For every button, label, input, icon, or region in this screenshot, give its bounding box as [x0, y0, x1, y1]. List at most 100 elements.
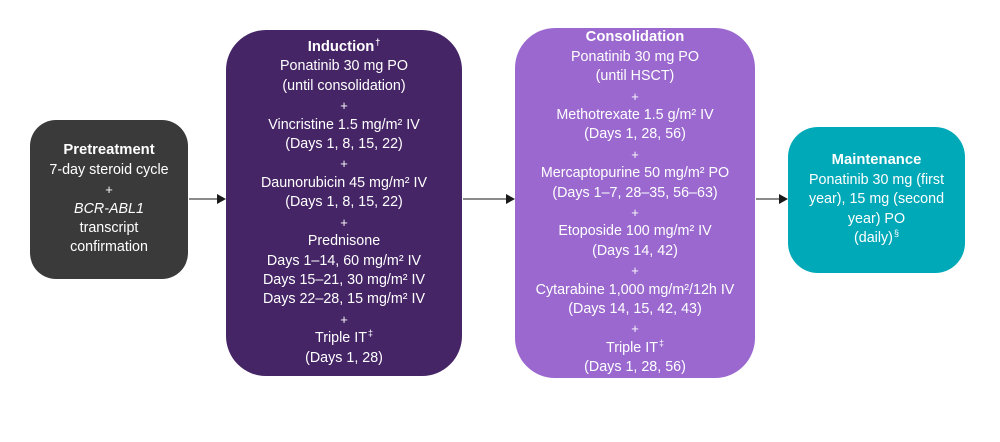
plus-separator: + — [521, 87, 749, 106]
arrow-shaft — [189, 198, 217, 200]
line-text: confirmation — [70, 239, 148, 256]
plus-separator: + — [232, 96, 456, 115]
regimen-line: (Days 14, 15, 42, 43) — [521, 300, 749, 319]
line-text: (Days 1, 28, 56) — [584, 126, 686, 143]
line-text: + — [340, 156, 348, 172]
regimen-line: Days 15–21, 30 mg/m² IV — [232, 271, 456, 290]
line-text: + — [105, 182, 113, 198]
line-text: transcript — [79, 219, 139, 236]
arrow-right-icon — [189, 192, 226, 206]
line-text: Triple IT — [315, 330, 367, 347]
regimen-line: Days 22–28, 15 mg/m² IV — [232, 290, 456, 309]
induction-title: Induction† — [232, 38, 456, 57]
regimen-line: Cytarabine 1,000 mg/m²/12h IV — [521, 281, 749, 300]
line-text: (until consolidation) — [282, 77, 406, 94]
line-text: 7-day steroid cycle — [49, 161, 169, 178]
line-text: Days 15–21, 30 mg/m² IV — [262, 271, 426, 288]
pretreatment-title: Pretreatment — [36, 141, 182, 160]
arrow-shaft — [463, 198, 506, 200]
regimen-line: Days 1–14, 60 mg/m² IV — [232, 252, 456, 271]
line-text: + — [631, 146, 639, 162]
arrow-head-icon — [217, 194, 226, 204]
regimen-line: Ponatinib 30 mg PO — [232, 57, 456, 76]
regimen-line: (Days 1, 28, 56) — [521, 358, 749, 377]
line-text: + — [631, 321, 639, 337]
line-text: Induction — [307, 39, 375, 56]
regimen-line: Ponatinib 30 mg PO — [521, 48, 749, 67]
footnote-marker: ‡ — [367, 328, 373, 339]
regimen-line: year), 15 mg (second — [794, 190, 959, 209]
regimen-line: (Days 1, 28) — [232, 349, 456, 368]
induction-box: Induction†Ponatinib 30 mg PO(until conso… — [226, 30, 462, 376]
line-text: + — [631, 88, 639, 104]
line-text: Methotrexate 1.5 g/m² IV — [556, 106, 714, 123]
regimen-line: Prednisone — [232, 232, 456, 251]
regimen-line: Triple IT‡ — [232, 329, 456, 348]
line-text: (Days 1, 8, 15, 22) — [285, 194, 403, 211]
line-text: Prednisone — [307, 233, 381, 250]
arrow-right-icon — [463, 192, 515, 206]
regimen-line: Methotrexate 1.5 g/m² IV — [521, 106, 749, 125]
line-text: Vincristine 1.5 mg/m² IV — [268, 116, 420, 133]
line-text: Days 1–14, 60 mg/m² IV — [266, 252, 422, 269]
arrow-right-icon — [756, 192, 788, 206]
line-text: + — [340, 311, 348, 327]
plus-separator: + — [521, 203, 749, 222]
line-text: + — [340, 98, 348, 114]
arrow-shaft — [756, 198, 779, 200]
regimen-line: (Days 1, 28, 56) — [521, 125, 749, 144]
line-text: BCR-ABL1 — [74, 200, 144, 217]
line-text: year), 15 mg (second — [808, 191, 945, 208]
regimen-line: (until consolidation) — [232, 77, 456, 96]
line-text: (Days 1, 28) — [305, 349, 383, 366]
line-text: + — [631, 205, 639, 220]
line-text: Mercaptopurine 50 mg/m² PO — [540, 165, 730, 182]
regimen-line: transcript — [36, 219, 182, 238]
pretreatment-content: Pretreatment 7-day steroid cycle + BCR-ABL1… — [30, 137, 188, 261]
line-text: Daunorubicin 45 mg/m² IV — [260, 174, 428, 191]
pretreatment-box: Pretreatment 7-day steroid cycle + BCR-ABL1… — [30, 120, 188, 279]
consolidation-title: Consolidation — [521, 28, 749, 47]
regimen-line: BCR-ABL1 — [36, 200, 182, 219]
regimen-line: (Days 1–7, 28–35, 56–63) — [521, 184, 749, 203]
footnote-marker: § — [893, 228, 899, 239]
regimen-line: (daily)§ — [794, 229, 959, 248]
regimen-line: (Days 1, 8, 15, 22) — [232, 193, 456, 212]
line-text: (Days 14, 15, 42, 43) — [568, 301, 702, 318]
line-text: Maintenance — [831, 152, 922, 169]
regimen-line: 7-day steroid cycle — [36, 161, 182, 180]
plus-separator: + — [521, 319, 749, 338]
footnote-marker: ‡ — [658, 338, 664, 349]
induction-content: Induction†Ponatinib 30 mg PO(until conso… — [226, 34, 462, 372]
regimen-line: (Days 1, 8, 15, 22) — [232, 135, 456, 154]
line-text: Ponatinib 30 mg (first — [808, 171, 945, 188]
arrow-head-icon — [506, 194, 515, 204]
plus-separator: + — [232, 213, 456, 232]
regimen-line: (until HSCT) — [521, 67, 749, 86]
plus-separator: + — [521, 145, 749, 164]
line-text: Cytarabine 1,000 mg/m²/12h IV — [535, 281, 735, 298]
line-text: Pretreatment — [63, 142, 155, 159]
regimen-line: Daunorubicin 45 mg/m² IV — [232, 174, 456, 193]
line-text: year) PO — [847, 210, 906, 227]
line-text: + — [631, 263, 639, 279]
regimen-line: Etoposide 100 mg/m² IV — [521, 222, 749, 241]
line-text: Etoposide 100 mg/m² IV — [558, 223, 712, 240]
regimen-line: Triple IT‡ — [521, 339, 749, 358]
plus-separator: + — [36, 180, 182, 199]
line-text: (until HSCT) — [595, 68, 675, 85]
line-text: (daily) — [854, 230, 893, 247]
regimen-line: (Days 14, 42) — [521, 242, 749, 261]
line-text: (Days 14, 42) — [592, 242, 678, 259]
plus-separator: + — [521, 261, 749, 280]
plus-separator: + — [232, 154, 456, 173]
regimen-line: year) PO — [794, 210, 959, 229]
footnote-marker: † — [375, 37, 381, 48]
regimen-line: Vincristine 1.5 mg/m² IV — [232, 116, 456, 135]
line-text: Consolidation — [585, 29, 685, 46]
